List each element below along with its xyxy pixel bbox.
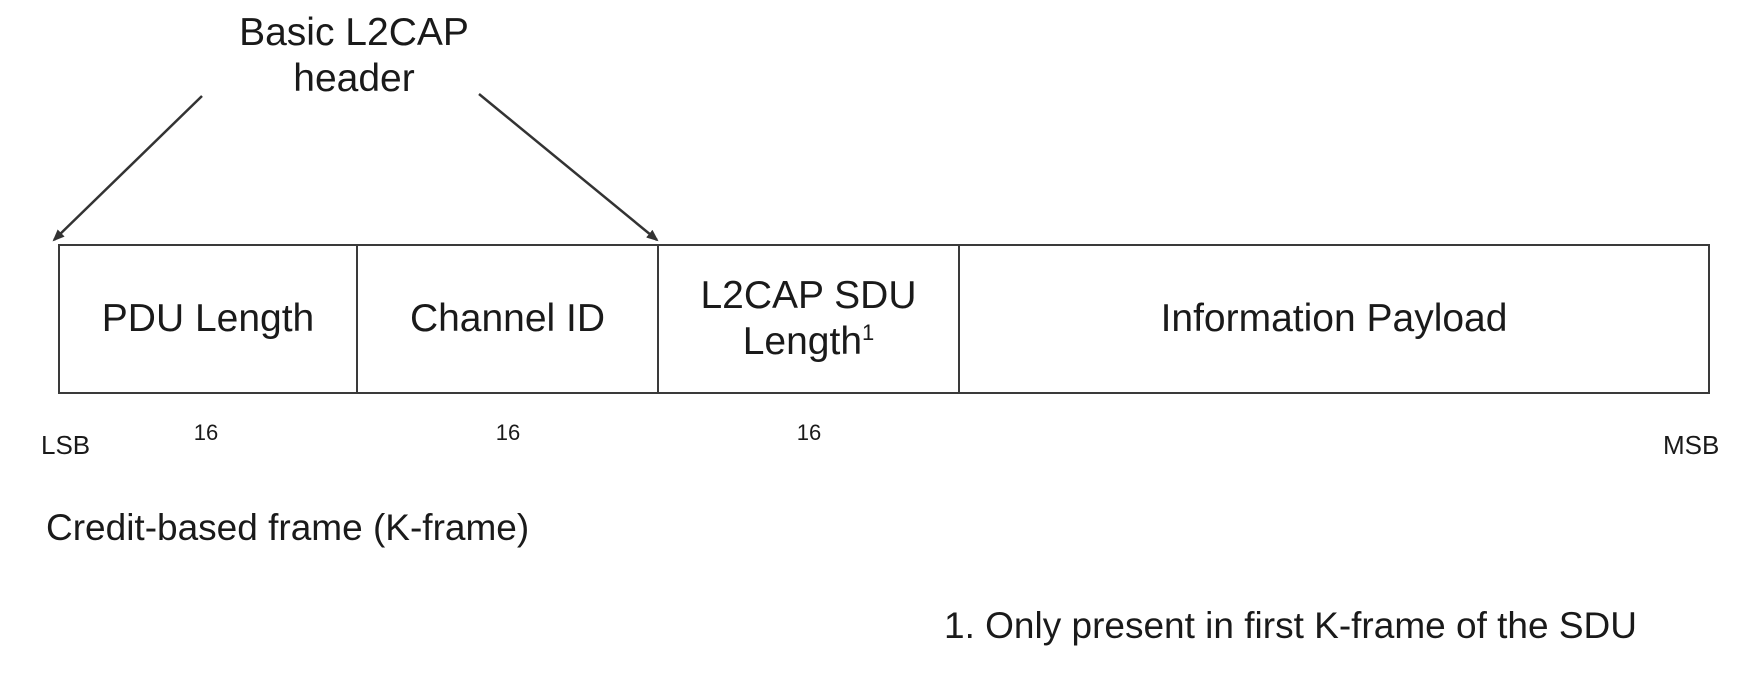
- frame-caption: Credit-based frame (K-frame): [46, 507, 530, 548]
- lsb-label: LSB: [41, 430, 91, 460]
- arrow-right: [478, 93, 659, 242]
- arrow-left: [52, 95, 203, 242]
- header-label-line1: Basic L2CAP: [239, 11, 469, 54]
- bits-pdu-length: 16: [193, 420, 219, 445]
- msb-label: MSB: [1663, 430, 1720, 460]
- field-pdu-length-label: PDU Length: [101, 297, 315, 340]
- field-information-payload-label: Information Payload: [1160, 297, 1508, 340]
- basic-l2cap-header-label: Basic L2CAP header: [200, 10, 508, 102]
- bits-channel-id: 16: [495, 420, 521, 445]
- field-channel-id-label: Channel ID: [409, 297, 606, 340]
- bits-sdu-length: 16: [796, 420, 822, 445]
- header-label-line2: header: [293, 57, 415, 100]
- field-information-payload: Information Payload: [960, 246, 1708, 392]
- field-sdu-length: L2CAP SDU Length1: [659, 246, 960, 392]
- field-sdu-length-label-line1: L2CAP SDU: [700, 274, 917, 317]
- k-frame-diagram: PDU Length Channel ID L2CAP SDU Length1 …: [58, 244, 1710, 394]
- field-pdu-length: PDU Length: [60, 246, 358, 392]
- field-channel-id: Channel ID: [358, 246, 659, 392]
- field-sdu-length-label-line2: Length: [742, 320, 863, 363]
- footnote: 1. Only present in first K-frame of the …: [944, 605, 1637, 646]
- field-sdu-length-footnote-mark: 1: [862, 320, 875, 345]
